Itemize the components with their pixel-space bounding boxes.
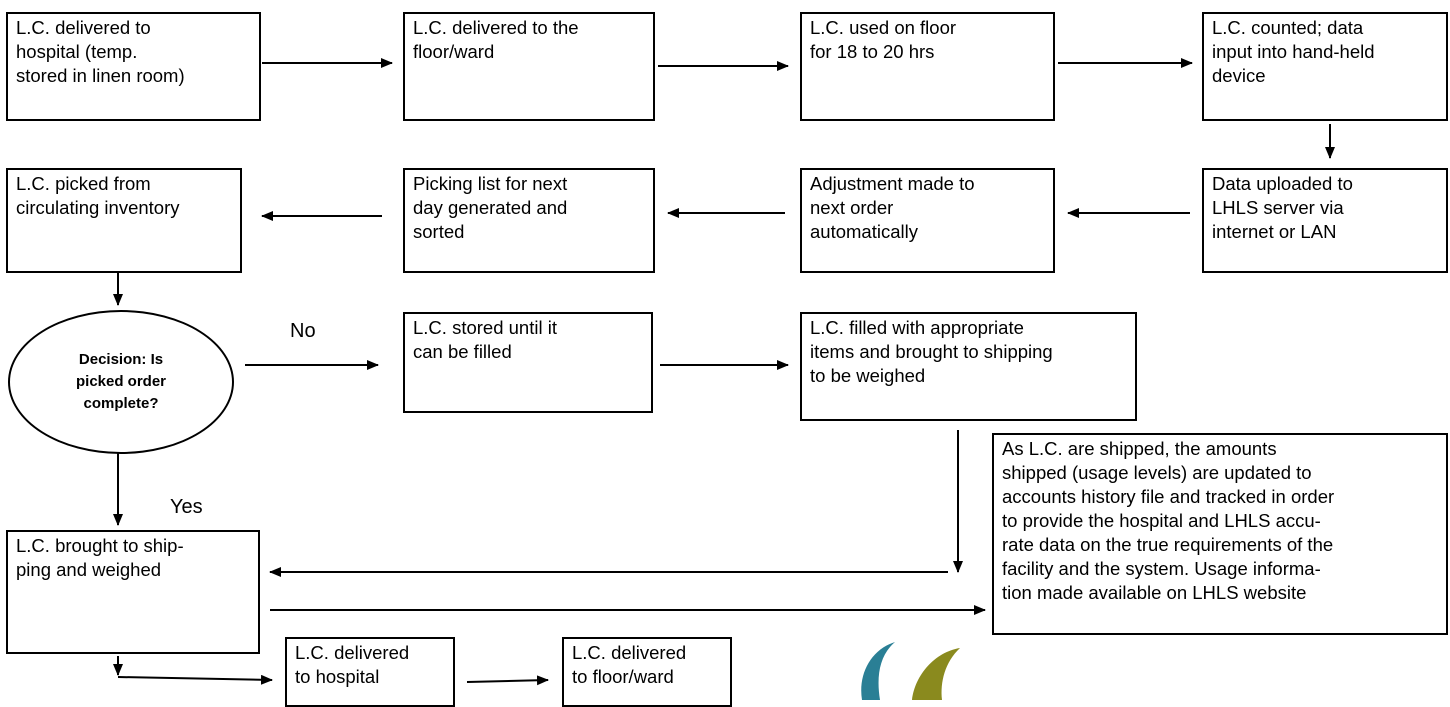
- decision-node: Decision: Is picked order complete?: [8, 310, 234, 454]
- arrow-to-delivered-hospital: [117, 674, 273, 685]
- box-delivered-hospital-temp: L.C. delivered to hospital (temp. stored…: [6, 12, 261, 121]
- box-picking-list: Picking list for next day generated and …: [403, 168, 655, 273]
- box-shipping-note: As L.C. are shipped, the amounts shipped…: [992, 433, 1448, 635]
- box-brought-to-shipping: L.C. brought to ship- ping and weighed: [6, 530, 260, 654]
- box-filled: L.C. filled with appropriate items and b…: [800, 312, 1137, 421]
- box-delivered-floor: L.C. delivered to floor/ward: [562, 637, 732, 707]
- box-adjustment: Adjustment made to next order automatica…: [800, 168, 1055, 273]
- arrow-to-delivered-floor: [466, 675, 549, 686]
- box-data-uploaded: Data uploaded to LHLS server via interne…: [1202, 168, 1448, 273]
- box-delivered-floor-ward: L.C. delivered to the floor/ward: [403, 12, 655, 121]
- box-used-on-floor: L.C. used on floor for 18 to 20 hrs: [800, 12, 1055, 121]
- box-picked: L.C. picked from circulating inventory: [6, 168, 242, 273]
- box-stored: L.C. stored until it can be filled: [403, 312, 653, 413]
- label-no: No: [290, 320, 316, 342]
- label-yes: Yes: [170, 496, 203, 518]
- logo-image: [861, 642, 960, 700]
- box-counted: L.C. counted; data input into hand-held …: [1202, 12, 1448, 121]
- box-delivered-hospital: L.C. delivered to hospital: [285, 637, 455, 707]
